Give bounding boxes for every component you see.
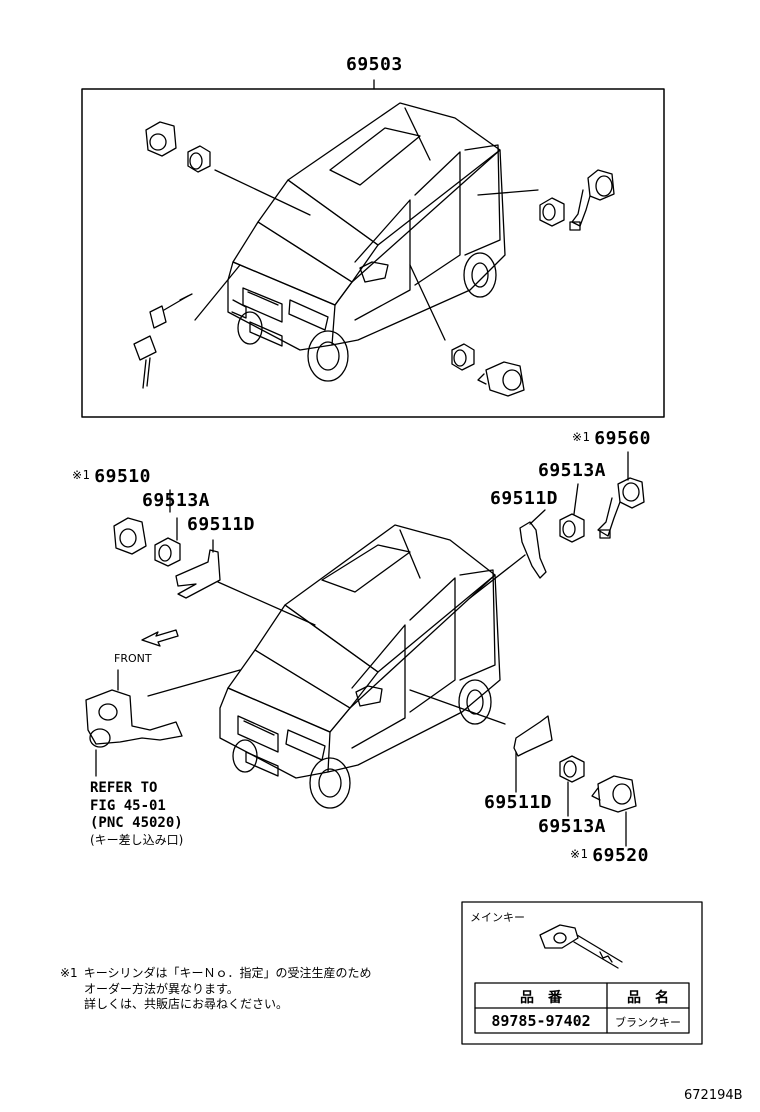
note-marker: ※1 <box>572 430 591 444</box>
figure-id: 672194B <box>684 1088 743 1103</box>
footnote-line-3: 詳しくは、共販店にお尋ねください。 <box>84 997 289 1012</box>
label-lever-front-lh-69511d: 69511D <box>187 514 256 535</box>
van-illustration-top <box>227 102 506 382</box>
top-parts <box>133 121 615 397</box>
refer-line-4: (キー差し込み口) <box>90 832 184 847</box>
label-69560-text: 69560 <box>594 428 651 449</box>
refer-line-3: (PNC 45020) <box>90 815 183 831</box>
refer-note: REFER TO FIG 45-01 (PNC 45020) (キー差し込み口) <box>90 780 183 848</box>
key-table-part-no: 89785-97402 <box>491 1012 591 1030</box>
front-arrow <box>141 629 179 647</box>
footnote-line-2: オーダー方法が異なります。 <box>84 981 239 996</box>
refer-line-1: REFER TO <box>90 780 158 796</box>
key-table-title: メインキー <box>470 911 525 924</box>
van-illustration-bottom <box>219 524 501 809</box>
label-lever-rear-69511d: 69511D <box>484 792 553 813</box>
front-lock-lh <box>113 517 147 555</box>
footnote-line-1: キーシリンダは「キーＮｏ．指定」の受注生産のため <box>83 966 372 980</box>
footnote-marker: ※1 <box>60 966 78 980</box>
refer-line-2: FIG 45-01 <box>90 797 166 814</box>
label-lever-rh-69511d: 69511D <box>490 488 559 509</box>
front-label: FRONT <box>114 652 152 665</box>
key-table-frame <box>461 901 703 1045</box>
key-icon <box>539 924 623 969</box>
key-table-part-name: ブランクキー <box>615 1016 681 1029</box>
bottom-parts <box>85 451 645 847</box>
key-table-header-part-name: 品 名 <box>627 990 669 1006</box>
label-69510-text: 69510 <box>94 466 151 487</box>
label-cyl-front-lh-69513a: 69513A <box>142 490 211 511</box>
ignition-switch <box>85 689 183 745</box>
note-marker: ※1 <box>72 468 91 482</box>
footnote: ※1 キーシリンダは「キーＮｏ．指定」の受注生産のため オーダー方法が異なります。… <box>60 966 371 1013</box>
label-assembly-69503: 69503 <box>346 54 403 75</box>
label-cyl-rear-69513a: 69513A <box>538 816 607 837</box>
note-marker: ※1 <box>570 847 589 861</box>
assembly-frame <box>81 88 665 418</box>
label-cyl-rh-69513a: 69513A <box>538 460 607 481</box>
label-69520-text: 69520 <box>592 845 649 866</box>
key-table-header-part-no: 品 番 <box>520 990 562 1006</box>
